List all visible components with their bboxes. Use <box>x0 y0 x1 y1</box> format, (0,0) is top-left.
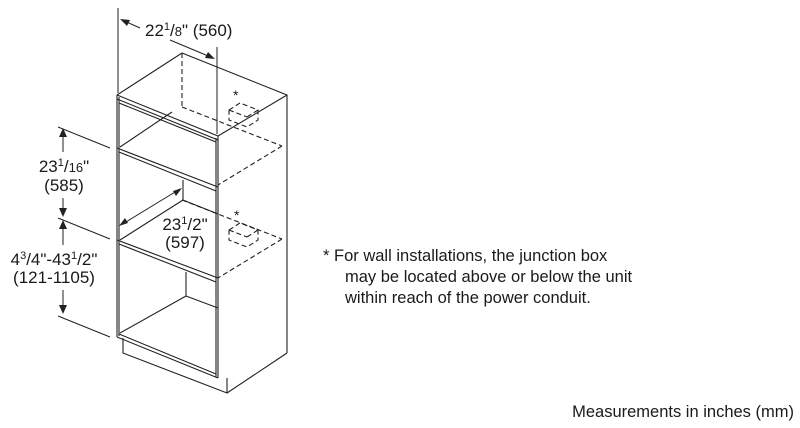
star-marker-lower: * <box>234 207 240 223</box>
front-rails <box>116 98 219 283</box>
width-dimension-label: 221/8" (560) <box>145 21 233 40</box>
star-marker-upper: * <box>233 87 239 103</box>
units-footnote: Measurements in inches (mm) <box>572 403 794 421</box>
depth-label: 231/2" (597) <box>162 215 208 252</box>
cabinet-outline <box>116 52 288 394</box>
hidden-lines <box>181 53 283 279</box>
junction-box-note: * For wall installations, the junction b… <box>323 247 633 307</box>
arrowheads <box>59 19 215 314</box>
dimension-lines <box>57 8 218 338</box>
opening-height-label: 231/16" (585) <box>38 157 90 195</box>
floor-height-label: 43/4"-431/2" (121-1105) <box>10 250 98 287</box>
